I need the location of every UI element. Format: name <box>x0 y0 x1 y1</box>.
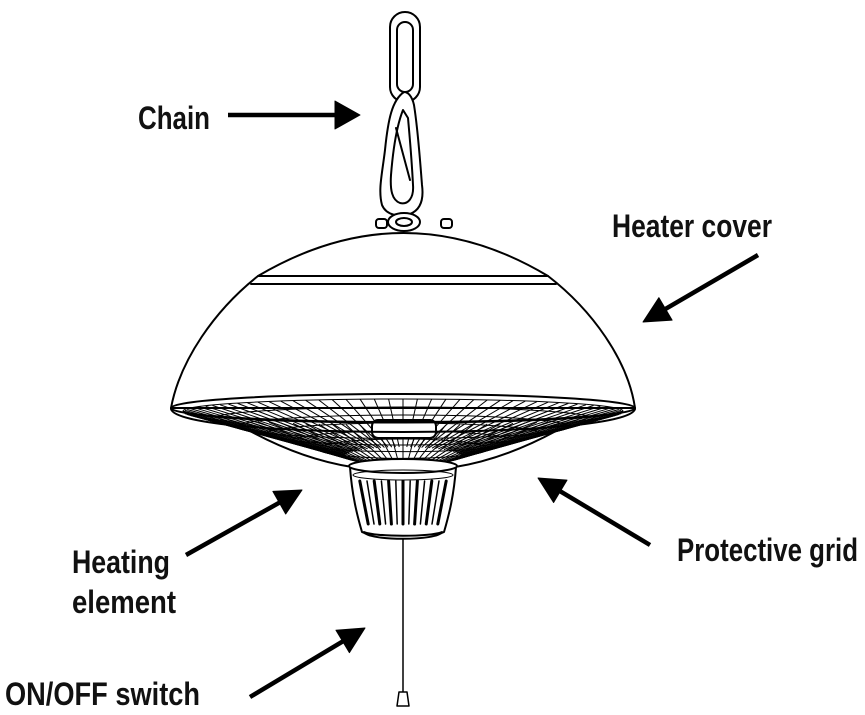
heating-element <box>348 458 458 540</box>
protective-grid-arrow <box>537 477 652 547</box>
carabiner-hook <box>379 91 424 217</box>
heater-rim <box>170 393 636 433</box>
chain <box>379 11 424 232</box>
heating-element-slot <box>436 479 448 526</box>
heating-element-slots <box>358 479 448 526</box>
heating-element-arrow <box>184 489 303 557</box>
chain-label: Chain <box>138 100 210 136</box>
switch-tassel[interactable] <box>396 691 410 707</box>
heating-element-slot <box>413 479 419 526</box>
heating-element-slot <box>431 480 440 525</box>
heating-element-slot <box>387 479 393 526</box>
heating-element-label-line1: Heating <box>72 544 170 580</box>
heating-element-slot <box>408 480 411 525</box>
heating-element-slot <box>366 480 375 525</box>
heating-element-slot <box>358 479 370 526</box>
chain-arrow <box>228 100 361 130</box>
heating-element-bottom-cap <box>363 531 443 540</box>
heating-element-label-line2: element <box>72 584 176 620</box>
on-off-switch-label: ON/OFF switch <box>5 676 200 712</box>
on-off-switch-arrow <box>248 627 366 699</box>
grid-front-contour-right <box>454 430 557 468</box>
cover-knob-left <box>375 218 388 229</box>
heater-cover-arrow <box>642 253 760 323</box>
chain-ring <box>387 212 421 232</box>
protective-grid-label: Protective grid <box>677 532 858 568</box>
heating-element-slot <box>395 480 398 525</box>
heater-cover-label: Heater cover <box>612 208 772 244</box>
grid-front-contour-left <box>249 430 353 468</box>
heating-element-slot <box>380 480 387 525</box>
heating-element-collar <box>348 458 458 474</box>
heater-cover-top-cap <box>257 232 549 277</box>
cover-knob-right <box>440 218 453 229</box>
heater-cover <box>170 218 636 409</box>
chain-link <box>389 11 421 103</box>
heating-element-slot <box>372 479 382 526</box>
heating-element-slot <box>419 480 426 525</box>
element-holder <box>371 419 437 439</box>
heating-element-slot <box>424 479 434 526</box>
